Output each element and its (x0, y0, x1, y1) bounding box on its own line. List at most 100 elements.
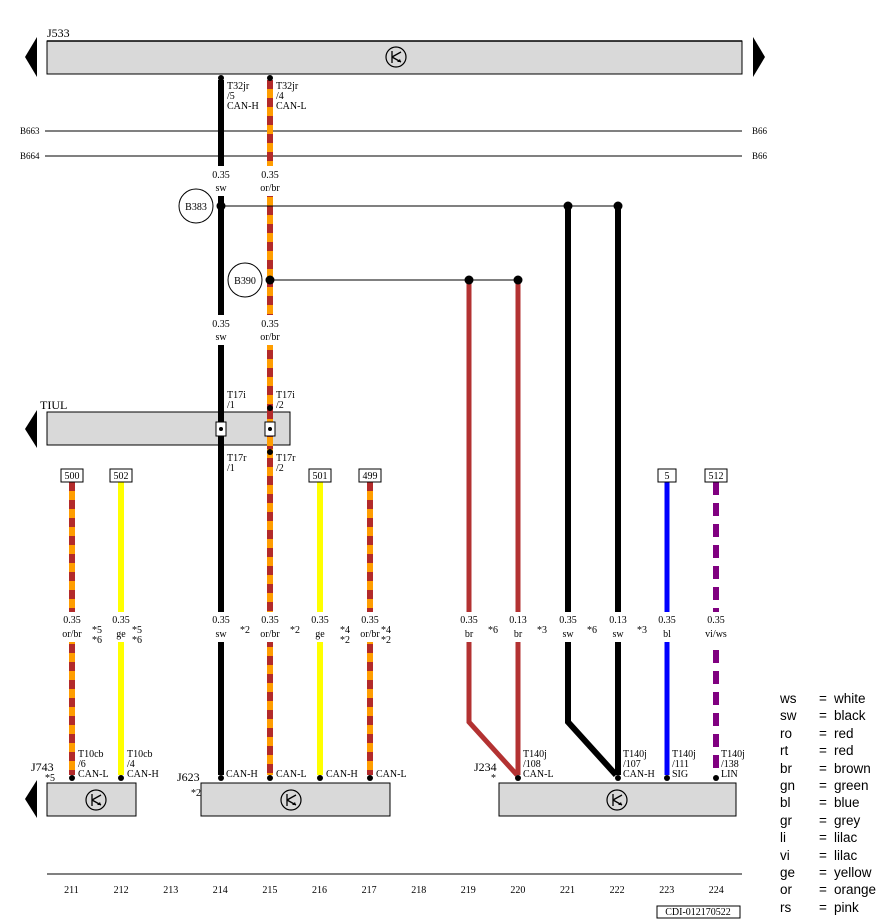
pin-connector-t32jr-5: T32jr (227, 81, 250, 92)
legend-row: rs=pink (780, 899, 888, 916)
pin-number-label: /6 (78, 759, 86, 770)
legend-equals: = (819, 725, 827, 741)
legend-color-name: red (834, 743, 854, 759)
footnotes: *5 *6 *5 *6 *2 *2 *4 *2 *4 *2 *6 *3 *6 *… (92, 625, 647, 646)
module-label-j533: J533 (47, 26, 70, 40)
legend-color-name: lilac (834, 847, 858, 863)
legend-row: rt = red (780, 742, 888, 759)
reference-boxes: 500 502 501 499 5 512 (60, 468, 728, 483)
wire-size-label: 0.35 (112, 615, 130, 626)
pin-signal-label: SIG (672, 769, 688, 780)
label-gaps (58, 166, 730, 642)
legend-code: gr (780, 812, 793, 828)
module-j623: J623 *2 (177, 770, 391, 817)
column-number: 222 (610, 885, 625, 896)
module-label-j623: J623 (177, 770, 200, 784)
legend-code: bl (780, 795, 791, 811)
pin-signal-label: CAN-L (376, 769, 407, 780)
pin-connector-label: T10cb (78, 749, 104, 760)
legend-row: ge=yellow (780, 864, 888, 881)
splice-label-b390: B390 (234, 276, 256, 287)
pin-number-5: /5 (227, 91, 235, 102)
bus-lines: B663 B664 B66 B66 (20, 126, 768, 161)
bus-label-b663-right: B66 (752, 126, 768, 136)
legend-equals: = (819, 882, 827, 898)
footnote: *2 (340, 635, 350, 646)
column-number: 218 (411, 885, 426, 896)
footnote: *4 (381, 625, 391, 636)
wire-color-label: br (514, 629, 523, 640)
bus-label-b663: B663 (20, 126, 40, 136)
legend-row: ro=red (780, 725, 888, 742)
column-number: 215 (262, 885, 277, 896)
splice-b383: B383 (178, 188, 623, 224)
pin-signal-label: CAN-H (127, 769, 159, 780)
column-number: 217 (362, 885, 377, 896)
wire-size-label: 0.35 (460, 615, 478, 626)
pin-signal-label: CAN-H (326, 769, 358, 780)
pin-number-label: /1 (227, 463, 235, 474)
wire-color-label: sw (215, 629, 227, 640)
wire-219 (466, 280, 519, 777)
module-label-j234: J234 (474, 760, 497, 774)
module-label-tiul: TIUL (40, 398, 67, 412)
legend-equals: = (819, 743, 827, 759)
legend-code: br (780, 760, 793, 776)
wire-color-label: or/br (360, 629, 380, 640)
module-j743: J743 *5 (25, 760, 137, 818)
legend-equals: = (819, 691, 827, 706)
pin-connector-label: T17i (227, 390, 246, 401)
column-number: 211 (64, 885, 79, 896)
wire-color-label: or/br (62, 629, 82, 640)
legend-color-name: lilac (834, 830, 858, 846)
pin-signal-label: CAN-L (78, 769, 109, 780)
footnote: *3 (537, 625, 547, 636)
pin-connector-label: T140j (721, 749, 745, 760)
pin-connector-label: T17r (276, 453, 296, 464)
pin-connector-label: T140j (623, 749, 647, 760)
pin-connector-label: T10cb (127, 749, 153, 760)
continuation-arrow-left-icon (25, 780, 37, 818)
bus-label-b664-right: B66 (752, 151, 768, 161)
column-number: 214 (213, 885, 228, 896)
wire-size-label: 0.35 (212, 170, 230, 181)
footnote: *2 (191, 788, 201, 799)
column-number: 220 (510, 885, 525, 896)
pin-connector-t32jr-4: T32jr (276, 81, 299, 92)
continuation-arrow-left-icon (25, 410, 37, 448)
legend-row: li=lilac (780, 829, 888, 846)
wire-size-label: 0.35 (658, 615, 676, 626)
legend-code: ro (780, 725, 793, 741)
wire-size-label: 0.35 (261, 615, 279, 626)
wire-color-label: br (465, 629, 474, 640)
wire-size-label: 0.35 (311, 615, 329, 626)
ref-box-label: 502 (114, 471, 129, 482)
wire-color-label: bl (663, 629, 671, 640)
pin-signal-label: LIN (721, 769, 738, 780)
legend-row: gn=green (780, 777, 888, 794)
wire-size-label: 0.35 (559, 615, 577, 626)
pin-number-label: /4 (127, 759, 135, 770)
footnote: *4 (340, 625, 350, 636)
pin-number-label: /108 (523, 759, 541, 770)
legend-code: vi (780, 847, 790, 863)
pin-number-label: /111 (672, 759, 689, 770)
footnote: *5 (45, 773, 55, 784)
legend-equals: = (819, 899, 827, 915)
pin-connector-label: T140j (523, 749, 547, 760)
legend-equals: = (819, 795, 827, 811)
wire-color-label: or/br (260, 332, 280, 343)
continuation-arrow-left-icon (25, 37, 37, 77)
wire-size-label: 0.35 (63, 615, 81, 626)
legend-code: rt (780, 743, 789, 759)
ref-box-label: 5 (665, 471, 670, 482)
legend-color-name: brown (834, 760, 871, 776)
legend-equals: = (819, 708, 827, 724)
footnote: *3 (637, 625, 647, 636)
footnote: *6 (587, 625, 597, 636)
footnote: *2 (290, 625, 300, 636)
continuation-arrow-right-icon (753, 37, 765, 77)
